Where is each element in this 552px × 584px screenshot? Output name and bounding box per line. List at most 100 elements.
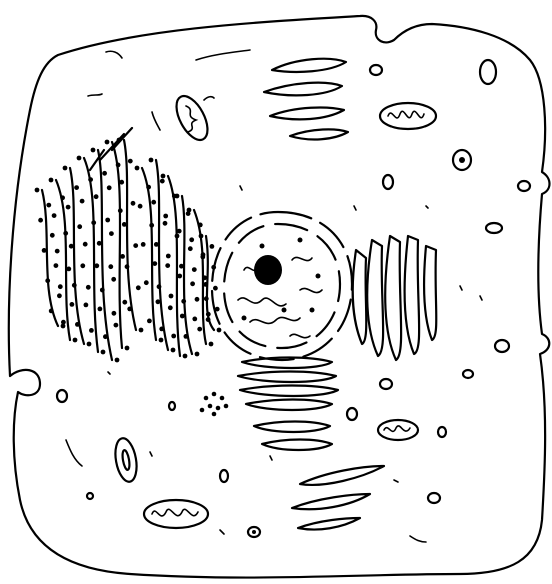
ribosome (122, 300, 127, 305)
ribosome (215, 307, 220, 312)
ribosome (102, 171, 107, 176)
ribosome (139, 328, 144, 333)
ribosome (70, 302, 75, 307)
ribosome (35, 188, 40, 193)
membrane-fragments-bottom (292, 466, 384, 530)
ribosome (72, 283, 77, 288)
ribosome (197, 327, 202, 332)
ribosome (163, 221, 168, 226)
ribosome (149, 158, 154, 163)
ribosome (210, 244, 215, 249)
ribosome (100, 288, 105, 293)
ribosome (192, 317, 197, 322)
ribosome (151, 200, 156, 205)
chromatin (238, 238, 322, 338)
rough-endoplasmic-reticulum (35, 128, 222, 362)
ribosome (146, 185, 151, 190)
ribosome (61, 320, 66, 325)
ribosome (42, 248, 47, 253)
ribosome (211, 265, 216, 270)
er-tubule (182, 196, 192, 354)
ribosome (169, 294, 174, 299)
ribosome (160, 179, 165, 184)
ribosome (101, 350, 106, 355)
ribosome (127, 307, 132, 312)
ribosome (84, 303, 89, 308)
ribosome (94, 263, 99, 268)
mitochondrion-top-left (170, 91, 214, 145)
ribosome (202, 275, 207, 280)
ribosome (209, 342, 214, 347)
ribosome (171, 334, 176, 339)
mitochondrion-bottom-left (144, 500, 208, 528)
ribosome (107, 185, 112, 190)
ribosome (80, 263, 85, 268)
er-tubule (70, 168, 84, 344)
ribosome (147, 319, 152, 324)
ribosome (89, 328, 94, 333)
ribosome (46, 203, 51, 208)
ribosome (94, 194, 99, 199)
ribosome (135, 166, 140, 171)
ribosome (111, 277, 116, 282)
ribosome (161, 174, 166, 179)
ribosome (190, 281, 195, 286)
nucleolus (254, 255, 282, 285)
ribosome (49, 178, 54, 183)
er-tubule (42, 190, 58, 326)
ribosome (58, 284, 63, 289)
ribosome (112, 311, 117, 316)
ribosome (63, 231, 68, 236)
ribosome (125, 264, 130, 269)
mitochondrion-bottom-right (378, 420, 418, 440)
ribosome (50, 233, 55, 238)
ribosome-cluster (200, 392, 229, 417)
ribosome (199, 234, 204, 239)
ribosome (54, 263, 59, 268)
ribosome (52, 213, 57, 218)
ribosome (154, 242, 159, 247)
ribosome (187, 208, 192, 213)
ribosome (168, 305, 173, 310)
ribosome (159, 327, 164, 332)
er-tubule (112, 142, 122, 348)
ribosome (120, 254, 125, 259)
ribosome (115, 358, 120, 363)
ribosome (183, 354, 188, 359)
ribosome (45, 278, 50, 283)
er-tubule (142, 168, 156, 340)
ribosome (66, 205, 71, 210)
ribosome (131, 201, 136, 206)
ribosome (163, 214, 168, 219)
ribosome (88, 177, 93, 182)
ribosome (177, 274, 182, 279)
er-tubule (56, 180, 70, 340)
ribosome (98, 307, 103, 312)
er-branch (90, 150, 104, 170)
ribosome (149, 223, 154, 228)
ribosome (217, 328, 222, 333)
er-tubule (98, 150, 112, 360)
ribosome (188, 246, 193, 251)
er-tubule (84, 158, 98, 352)
ribosome (195, 352, 200, 357)
er-branch (112, 128, 132, 150)
er-branch (100, 134, 124, 160)
ribosome (166, 254, 171, 259)
ribosome (198, 223, 203, 228)
ribosome (116, 163, 121, 168)
ribosome (144, 280, 149, 285)
membrane-fragments-top (196, 50, 348, 139)
ribosome (103, 334, 108, 339)
ribosome (157, 284, 162, 289)
ribosome (192, 267, 197, 272)
ribosome (97, 241, 102, 246)
ribosome (74, 185, 79, 190)
ribosome (87, 342, 92, 347)
ribosome (179, 264, 184, 269)
ribosome (83, 242, 88, 247)
ribosome (38, 218, 43, 223)
ribosome (206, 317, 211, 322)
